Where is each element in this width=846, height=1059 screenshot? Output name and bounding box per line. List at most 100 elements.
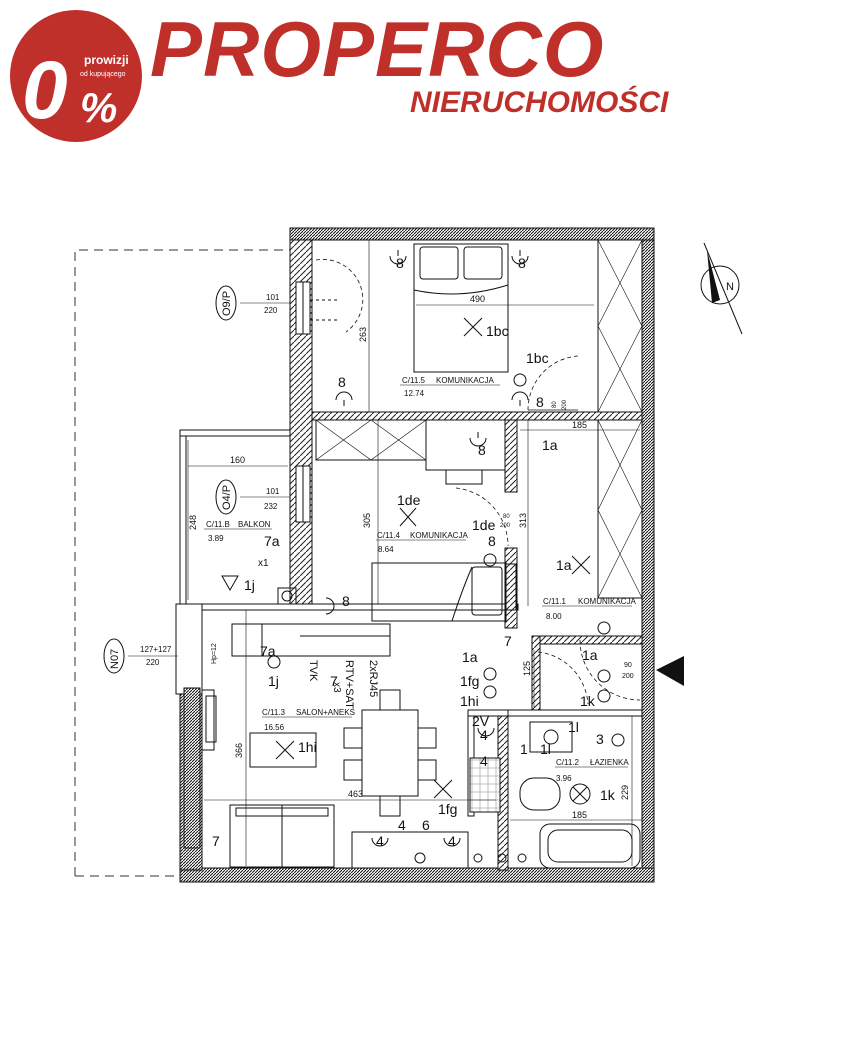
svg-text:C/11.2: C/11.2 — [556, 758, 580, 767]
svg-text:C/11.B: C/11.B — [206, 520, 230, 529]
svg-text:3.89: 3.89 — [208, 534, 224, 543]
room-label-salon: C/11.3 SALON+ANEKS 16.56 — [262, 708, 355, 732]
window-label-n07: N07 127+127 220 — [103, 638, 178, 674]
svg-text:4: 4 — [398, 817, 406, 833]
svg-text:232: 232 — [264, 502, 278, 511]
svg-text:1hi: 1hi — [298, 739, 317, 755]
svg-text:313: 313 — [518, 513, 528, 528]
svg-text:ŁAZIENKA: ŁAZIENKA — [590, 758, 629, 767]
room-label-komunikacja-3: C/11.1 KOMUNIKACJA 8.00 — [542, 597, 636, 621]
bathtub — [539, 823, 641, 869]
brand-subtitle: NIERUCHOMOŚCI — [410, 85, 669, 119]
desk — [425, 419, 506, 471]
svg-text:1bc: 1bc — [486, 323, 509, 339]
svg-text:TVK: TVK — [307, 660, 319, 682]
svg-text:x3: x3 — [331, 682, 342, 693]
room-label-komunikacja-1: C/11.5 KOMUNIKACJA 12.74 — [400, 376, 500, 398]
outlet-symbols — [221, 250, 625, 847]
svg-text:KOMUNIKACJA: KOMUNIKACJA — [578, 597, 636, 606]
svg-text:1fg: 1fg — [438, 801, 457, 817]
svg-text:8.64: 8.64 — [378, 545, 394, 554]
svg-text:1k: 1k — [580, 693, 596, 709]
svg-text:1hi: 1hi — [460, 693, 479, 709]
svg-text:C/11.4: C/11.4 — [377, 531, 401, 540]
svg-text:8: 8 — [338, 374, 346, 390]
doors — [315, 259, 641, 705]
svg-text:4: 4 — [448, 833, 456, 849]
svg-text:1de: 1de — [397, 492, 421, 508]
svg-text:463: 463 — [348, 789, 363, 799]
svg-text:4: 4 — [376, 833, 384, 849]
wardrobe — [597, 419, 643, 599]
svg-text:7: 7 — [212, 833, 220, 849]
window-o9p — [295, 281, 340, 335]
svg-text:1k: 1k — [600, 787, 616, 803]
window-label-o9p: O9/P 101 220 — [215, 285, 290, 321]
svg-text:1j: 1j — [268, 673, 279, 689]
window-o4p — [295, 465, 311, 523]
symbol-labels: 8 8 8 8 8 8 8 1bc 1bc 1a 1a 1a 1a 1de 1d… — [212, 255, 616, 849]
svg-text:Hp=12: Hp=12 — [211, 643, 218, 664]
compass-arrow-icon — [707, 250, 720, 303]
fridge — [469, 757, 501, 813]
svg-text:BALKON: BALKON — [238, 520, 271, 529]
svg-text:80: 80 — [552, 401, 558, 408]
svg-text:16.56: 16.56 — [264, 723, 285, 732]
bed — [413, 243, 509, 373]
svg-text:1a: 1a — [542, 437, 558, 453]
dining-table — [361, 709, 419, 797]
svg-text:80: 80 — [503, 514, 510, 520]
svg-text:7a: 7a — [264, 533, 280, 549]
bed — [371, 562, 507, 622]
svg-text:KOMUNIKACJA: KOMUNIKACJA — [410, 531, 468, 540]
svg-text:200: 200 — [622, 673, 634, 680]
compass-label: N — [726, 281, 734, 293]
balcony-outline — [74, 249, 290, 877]
svg-text:8: 8 — [342, 593, 350, 609]
brand-header: 0 % prowizji od kupującego PROPERCO NIER… — [10, 5, 669, 142]
svg-text:101: 101 — [266, 487, 280, 496]
svg-text:1a: 1a — [582, 647, 598, 663]
svg-text:200: 200 — [500, 523, 511, 529]
svg-text:7a: 7a — [260, 643, 276, 659]
window-n07 — [183, 687, 215, 849]
svg-text:220: 220 — [146, 658, 160, 667]
svg-text:160: 160 — [230, 455, 245, 465]
svg-text:x1: x1 — [258, 558, 269, 569]
window-label-o4p: O4/P 101 232 — [215, 479, 290, 515]
radiator — [505, 563, 517, 611]
entrance-arrow-icon — [656, 656, 684, 686]
room-label-balkon: C/11.B BALKON 3.89 — [204, 520, 272, 543]
svg-text:O9/P: O9/P — [221, 291, 233, 316]
svg-text:248: 248 — [188, 515, 198, 530]
badge-percent: % — [80, 84, 117, 131]
svg-text:8.00: 8.00 — [546, 612, 562, 621]
svg-text:200: 200 — [562, 399, 568, 410]
svg-text:1de: 1de — [472, 517, 496, 533]
svg-text:KOMUNIKACJA: KOMUNIKACJA — [436, 376, 494, 385]
svg-text:8: 8 — [536, 394, 544, 410]
brand-name: PROPERCO — [150, 5, 604, 93]
zero-percent-badge — [10, 10, 142, 142]
svg-text:1a: 1a — [556, 557, 572, 573]
door-dims: 80 200 80 200 90 200 Hp=12 x1 x3 — [211, 399, 634, 693]
badge-text-kupujacego: od kupującego — [80, 71, 126, 78]
svg-text:8: 8 — [518, 255, 526, 271]
svg-text:RTV+SAT: RTV+SAT — [343, 660, 355, 709]
svg-text:220: 220 — [264, 306, 278, 315]
svg-text:1l: 1l — [568, 719, 579, 735]
svg-text:101: 101 — [266, 293, 280, 302]
svg-text:366: 366 — [234, 743, 244, 758]
svg-text:3.96: 3.96 — [556, 774, 572, 783]
svg-text:490: 490 — [470, 294, 485, 304]
svg-text:SALON+ANEKS: SALON+ANEKS — [296, 708, 355, 717]
toilet — [519, 777, 561, 811]
furniture — [205, 239, 643, 869]
svg-text:8: 8 — [396, 255, 404, 271]
svg-text:7: 7 — [504, 633, 512, 649]
svg-text:305: 305 — [362, 513, 372, 528]
svg-text:C/11.1: C/11.1 — [543, 597, 567, 606]
svg-text:1: 1 — [520, 741, 528, 757]
svg-text:263: 263 — [358, 327, 368, 342]
